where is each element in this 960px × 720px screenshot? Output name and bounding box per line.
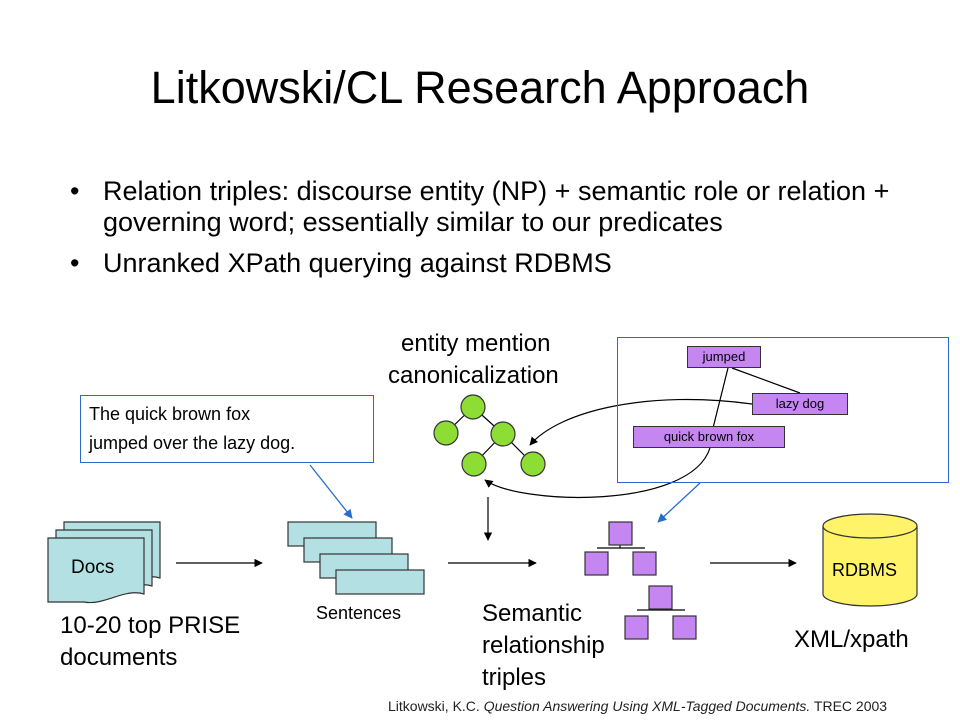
entity-label-2: canonicalization	[388, 362, 559, 389]
sentences-stack-icon	[287, 521, 425, 595]
citation-venue: TREC 2003	[813, 698, 888, 714]
triple-node	[624, 615, 649, 640]
citation-author: Litkowski, K.C.	[388, 698, 480, 714]
docs-stack-icon	[47, 521, 161, 604]
database-cylinder-icon	[822, 513, 918, 607]
entity-node	[490, 421, 516, 447]
dependency-tree-callout	[617, 337, 949, 483]
entity-tree-edges	[445, 406, 534, 465]
dependency-tree-edges	[712, 367, 801, 429]
entity-node	[520, 451, 546, 477]
tree-node-lazy-dog: lazy dog	[752, 393, 848, 415]
triple-node	[608, 521, 633, 546]
bullet-dot: •	[70, 248, 80, 278]
entity-node	[460, 394, 486, 420]
arrow-fox-to-entity	[484, 447, 711, 499]
docs-label: Docs	[71, 557, 115, 578]
docs-caption-1: 10-20 top PRISE	[60, 612, 241, 639]
tree-node-quick-brown-fox: quick brown fox	[633, 426, 785, 448]
example-sentence-callout: The quick brown fox jumped over the lazy…	[80, 395, 374, 463]
sentences-label: Sentences	[316, 603, 402, 623]
bullet-text: Unranked XPath querying against RDBMS	[103, 248, 612, 278]
entity-label-1: entity mention	[401, 330, 551, 357]
arrow-sentence-callout	[309, 464, 353, 519]
triple-node	[632, 551, 657, 576]
triples-caption-3: triples	[482, 664, 547, 691]
arrow-lazydog-to-entity	[529, 398, 753, 446]
triples-tree-nodes	[584, 521, 697, 640]
xml-xpath-label: XML/xpath	[794, 626, 909, 653]
triples-caption-1: Semantic	[482, 600, 583, 627]
triples-caption-2: relationship	[482, 632, 605, 659]
triple-node	[584, 551, 609, 576]
example-sentence-line: The quick brown fox	[89, 404, 251, 424]
bullet-item: • Unranked XPath querying against RDBMS	[70, 248, 930, 279]
entity-tree-nodes	[433, 394, 546, 477]
example-sentence-line: jumped over the lazy dog.	[89, 433, 296, 453]
slide-title: Litkowski/CL Research Approach	[150, 62, 810, 113]
triple-node	[648, 585, 673, 610]
bullet-dot: •	[70, 176, 80, 206]
bullet-text: Relation triples: discourse entity (NP) …	[103, 176, 890, 237]
triple-node	[672, 615, 697, 640]
docs-caption-2: documents	[60, 644, 178, 671]
citation: Litkowski, K.C. Question Answering Using…	[388, 698, 887, 714]
citation-title: Question Answering Using XML-Tagged Docu…	[483, 698, 811, 714]
bullet-list: • Relation triples: discourse entity (NP…	[70, 176, 930, 289]
arrow-tree-callout	[657, 482, 701, 523]
tree-node-jumped: jumped	[687, 346, 761, 368]
bullet-item: • Relation triples: discourse entity (NP…	[70, 176, 930, 238]
entity-node	[433, 420, 459, 446]
rdbms-label: RDBMS	[832, 560, 898, 580]
entity-node	[461, 451, 487, 477]
